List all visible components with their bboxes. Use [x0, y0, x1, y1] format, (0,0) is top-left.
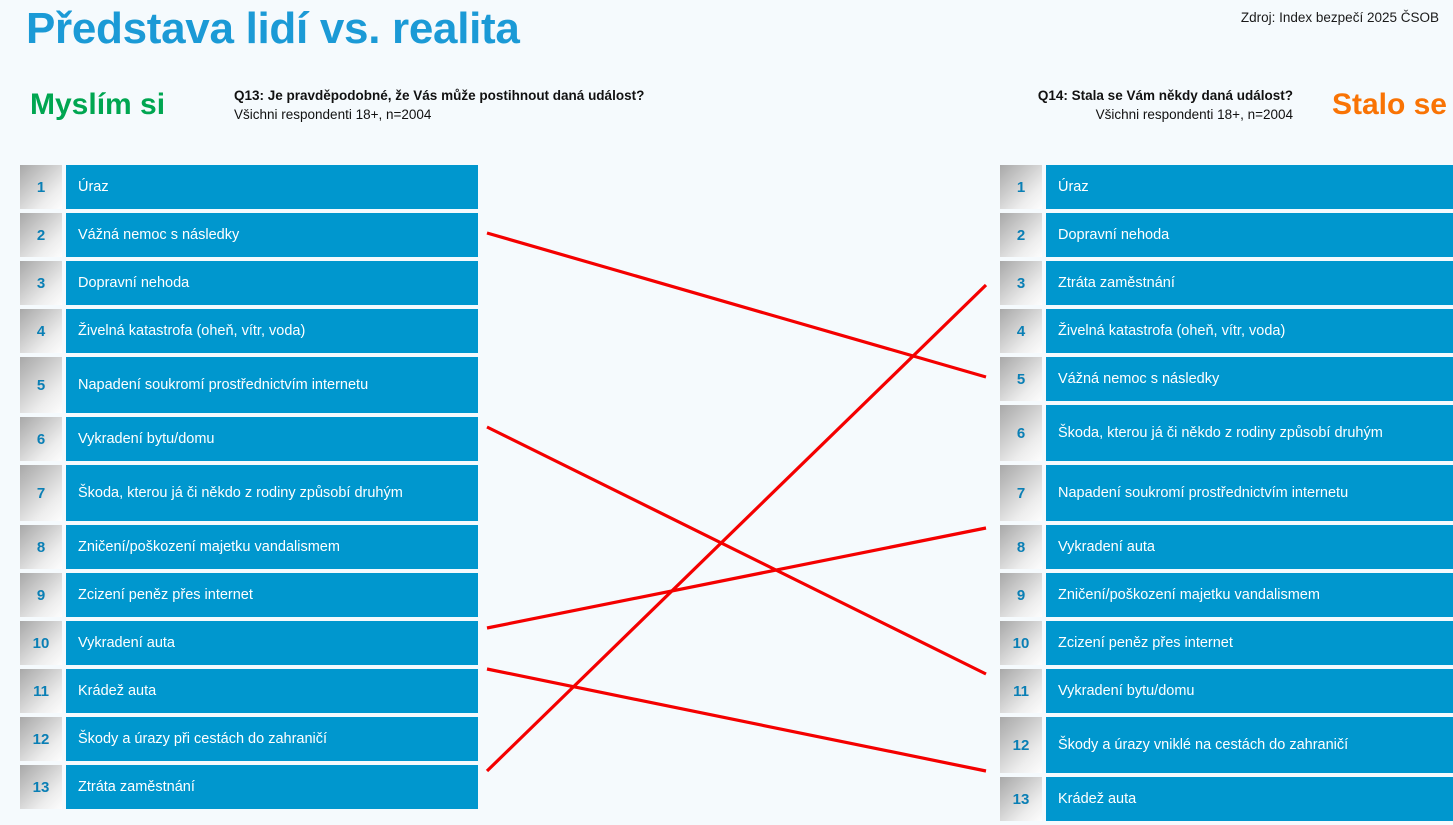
ranking-row-label: Zcizení peněz přes internet: [66, 573, 478, 617]
ranking-row-label: Živelná katastrofa (oheň, vítr, voda): [1046, 309, 1453, 353]
ranking-row-label: Krádež auta: [1046, 777, 1453, 821]
ranking-row-label: Škoda, kterou já či někdo z rodiny způso…: [66, 465, 478, 521]
right-column-label: Stalo se: [1331, 88, 1447, 121]
ranking-row-label: Dopravní nehoda: [66, 261, 478, 305]
ranking-row-label: Vykradení auta: [1046, 525, 1453, 569]
left-question-title: Q13: Je pravděpodobné, že Vás může posti…: [234, 88, 645, 103]
rank-badge: 11: [1000, 669, 1042, 713]
ranking-row-label: Krádež auta: [66, 669, 478, 713]
ranking-row-label: Ztráta zaměstnání: [66, 765, 478, 809]
ranking-row-label: Vážná nemoc s následky: [66, 213, 478, 257]
connector-line: [485, 283, 988, 773]
ranking-row-label: Vykradení bytu/domu: [66, 417, 478, 461]
rank-badge: 6: [20, 417, 62, 461]
ranking-row-label: Zničení/poškození majetku vandalismem: [66, 525, 478, 569]
rank-badge: 11: [20, 669, 62, 713]
rank-badge: 3: [1000, 261, 1042, 305]
source-note: Zdroj: Index bezpečí 2025 ČSOB: [1240, 10, 1439, 25]
ranking-row-label: Ztráta zaměstnání: [1046, 261, 1453, 305]
rank-badge: 1: [20, 165, 62, 209]
rank-badge: 2: [1000, 213, 1042, 257]
rank-badge: 2: [20, 213, 62, 257]
right-question-base: Všichni respondenti 18+, n=2004: [1095, 107, 1293, 123]
ranking-row-label: Škoda, kterou já či někdo z rodiny způso…: [1046, 405, 1453, 461]
rank-badge: 10: [1000, 621, 1042, 665]
connector-line: [486, 667, 987, 773]
right-question-title: Q14: Stala se Vám někdy daná událost?: [1037, 88, 1293, 103]
ranking-row-label: Vykradení auta: [66, 621, 478, 665]
ranking-row-label: Napadení soukromí prostřednictvím intern…: [1046, 465, 1453, 521]
ranking-row-label: Zcizení peněz přes internet: [1046, 621, 1453, 665]
page-title: Představa lidí vs. realita: [26, 4, 520, 53]
connector-line: [486, 526, 987, 630]
ranking-row-label: Úraz: [1046, 165, 1453, 209]
rank-badge: 12: [1000, 717, 1042, 773]
rank-badge: 4: [1000, 309, 1042, 353]
ranking-row-label: Vykradení bytu/domu: [1046, 669, 1453, 713]
ranking-row-label: Živelná katastrofa (oheň, vítr, voda): [66, 309, 478, 353]
left-column-label: Myslím si: [30, 88, 166, 121]
rank-badge: 10: [20, 621, 62, 665]
rank-badge: 4: [20, 309, 62, 353]
rank-badge: 9: [20, 573, 62, 617]
rank-badge: 6: [1000, 405, 1042, 461]
rank-badge: 7: [20, 465, 62, 521]
ranking-row-label: Škody a úrazy vniklé na cestách do zahra…: [1046, 717, 1453, 773]
rank-badge: 13: [20, 765, 62, 809]
rank-badge: 3: [20, 261, 62, 305]
ranking-row-label: Vážná nemoc s následky: [1046, 357, 1453, 401]
rank-badge: 8: [20, 525, 62, 569]
ranking-row-label: Zničení/poškození majetku vandalismem: [1046, 573, 1453, 617]
rank-badge: 13: [1000, 777, 1042, 821]
ranking-row-label: Úraz: [66, 165, 478, 209]
right-question-block: Q14: Stala se Vám někdy daná událost? Vš…: [1038, 86, 1293, 124]
left-question-base: Všichni respondenti 18+, n=2004: [234, 107, 432, 123]
left-question-block: Q13: Je pravděpodobné, že Vás může posti…: [234, 86, 644, 124]
rank-badge: 5: [20, 357, 62, 413]
ranking-row-label: Dopravní nehoda: [1046, 213, 1453, 257]
ranking-row-label: Napadení soukromí prostřednictvím intern…: [66, 357, 478, 413]
ranking-row-label: Škody a úrazy při cestách do zahraničí: [66, 717, 478, 761]
rank-badge: 7: [1000, 465, 1042, 521]
rank-badge: 1: [1000, 165, 1042, 209]
connector-line: [486, 425, 987, 676]
rank-badge: 5: [1000, 357, 1042, 401]
rank-badge: 8: [1000, 525, 1042, 569]
rank-badge: 12: [20, 717, 62, 761]
rank-badge: 9: [1000, 573, 1042, 617]
connector-line: [486, 231, 987, 379]
